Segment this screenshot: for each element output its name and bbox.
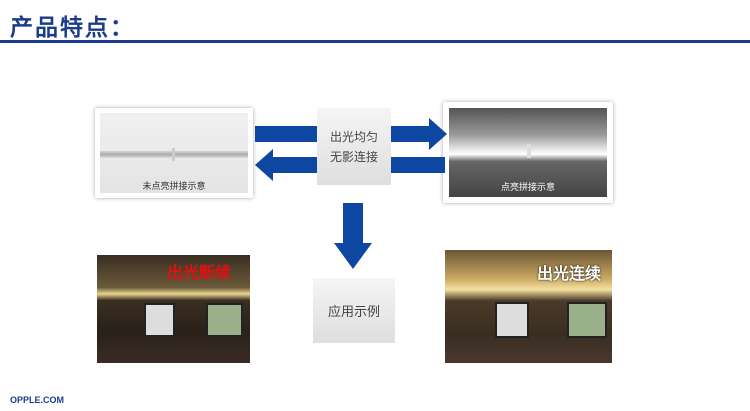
- photo-overlay-text: 出光断续: [167, 263, 232, 282]
- arrow-left-icon: [255, 149, 317, 181]
- lit-tube-image: 点亮拼接示意: [449, 108, 607, 197]
- discontinuous-light-photo: 出光断续: [97, 255, 250, 363]
- feature-box: 出光均匀 无影连接: [317, 108, 391, 185]
- continuous-light-photo: 出光连续: [445, 250, 612, 363]
- feature-line-2: 无影连接: [329, 149, 378, 164]
- lit-joint-demo: 点亮拼接示意: [443, 102, 613, 203]
- title-divider: [0, 40, 750, 43]
- unlit-joint-demo: 未点亮拼接示意: [95, 108, 253, 198]
- page-title: 产品特点：: [10, 15, 135, 41]
- example-label: 应用示例: [327, 305, 380, 320]
- unlit-tube-image: 未点亮拼接示意: [100, 113, 248, 193]
- photo-overlay-text: 出光连续: [537, 264, 602, 283]
- connector-bar: [391, 157, 445, 173]
- example-box: 应用示例: [313, 278, 395, 343]
- arrow-right-icon: [391, 118, 447, 150]
- unlit-caption: 未点亮拼接示意: [142, 182, 206, 192]
- lit-caption: 点亮拼接示意: [500, 183, 555, 193]
- feature-line-1: 出光均匀: [329, 129, 378, 144]
- connector-bar: [255, 126, 317, 142]
- footer-brand: OPPLE.COM: [10, 395, 65, 405]
- arrow-down-icon: [334, 203, 372, 269]
